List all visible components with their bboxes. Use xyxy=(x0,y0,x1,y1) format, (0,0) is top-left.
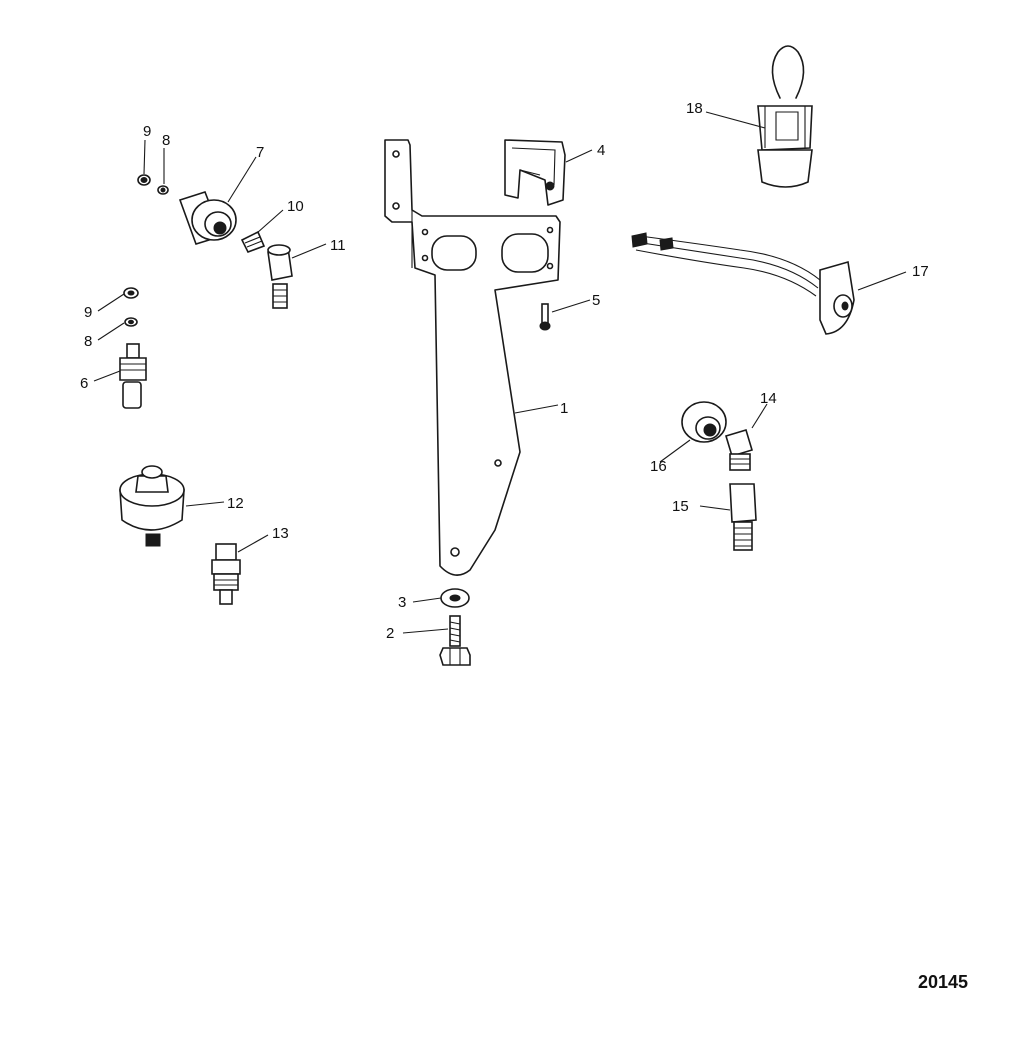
part-9-nut-lower xyxy=(123,287,139,299)
part-18-connector xyxy=(757,45,813,188)
callout-18: 18 xyxy=(686,100,703,117)
callout-5: 5 xyxy=(592,292,600,309)
part-11-adapter xyxy=(267,244,293,309)
callout-15: 15 xyxy=(672,498,689,515)
callout-8-lower: 8 xyxy=(84,333,92,350)
leader-lines xyxy=(93,111,907,634)
callout-1: 1 xyxy=(560,400,568,417)
part-4-clip xyxy=(504,139,566,206)
callout-8-upper: 8 xyxy=(162,132,170,149)
part-9-nut-upper xyxy=(137,174,151,186)
part-10-fitting xyxy=(240,230,266,254)
part-17-sensor-harness xyxy=(631,232,855,335)
callout-9-lower: 9 xyxy=(84,304,92,321)
callout-14: 14 xyxy=(760,390,777,407)
part-8-washer-lower xyxy=(124,317,138,327)
part-1-bracket xyxy=(384,139,561,576)
part-5-screw xyxy=(539,303,551,331)
callout-11: 11 xyxy=(330,237,346,254)
callout-16: 16 xyxy=(650,458,667,475)
callout-labels: 1 2 3 4 5 6 7 8 9 8 9 10 11 12 13 14 15 … xyxy=(80,100,929,642)
callout-2: 2 xyxy=(386,625,394,642)
callout-4: 4 xyxy=(597,142,605,159)
callout-12: 12 xyxy=(227,495,244,512)
part-16-sender xyxy=(681,401,727,443)
figure-number: 20145 xyxy=(918,972,969,992)
part-14-fitting xyxy=(725,429,753,471)
callout-13: 13 xyxy=(272,525,289,542)
part-15-adapter xyxy=(729,483,757,551)
part-12-knock-sensor xyxy=(119,465,185,547)
callout-17: 17 xyxy=(912,263,929,280)
part-3-washer xyxy=(440,588,470,608)
part-13-fitting xyxy=(211,543,241,605)
callout-10: 10 xyxy=(287,198,304,215)
part-7-sender xyxy=(178,191,237,245)
callout-9-upper: 9 xyxy=(143,123,151,140)
callout-6: 6 xyxy=(80,375,88,392)
callout-3: 3 xyxy=(398,594,406,611)
callout-7: 7 xyxy=(256,144,264,161)
part-8-washer-upper xyxy=(157,185,169,195)
part-6-sender xyxy=(119,343,147,409)
part-2-bolt xyxy=(439,615,471,666)
